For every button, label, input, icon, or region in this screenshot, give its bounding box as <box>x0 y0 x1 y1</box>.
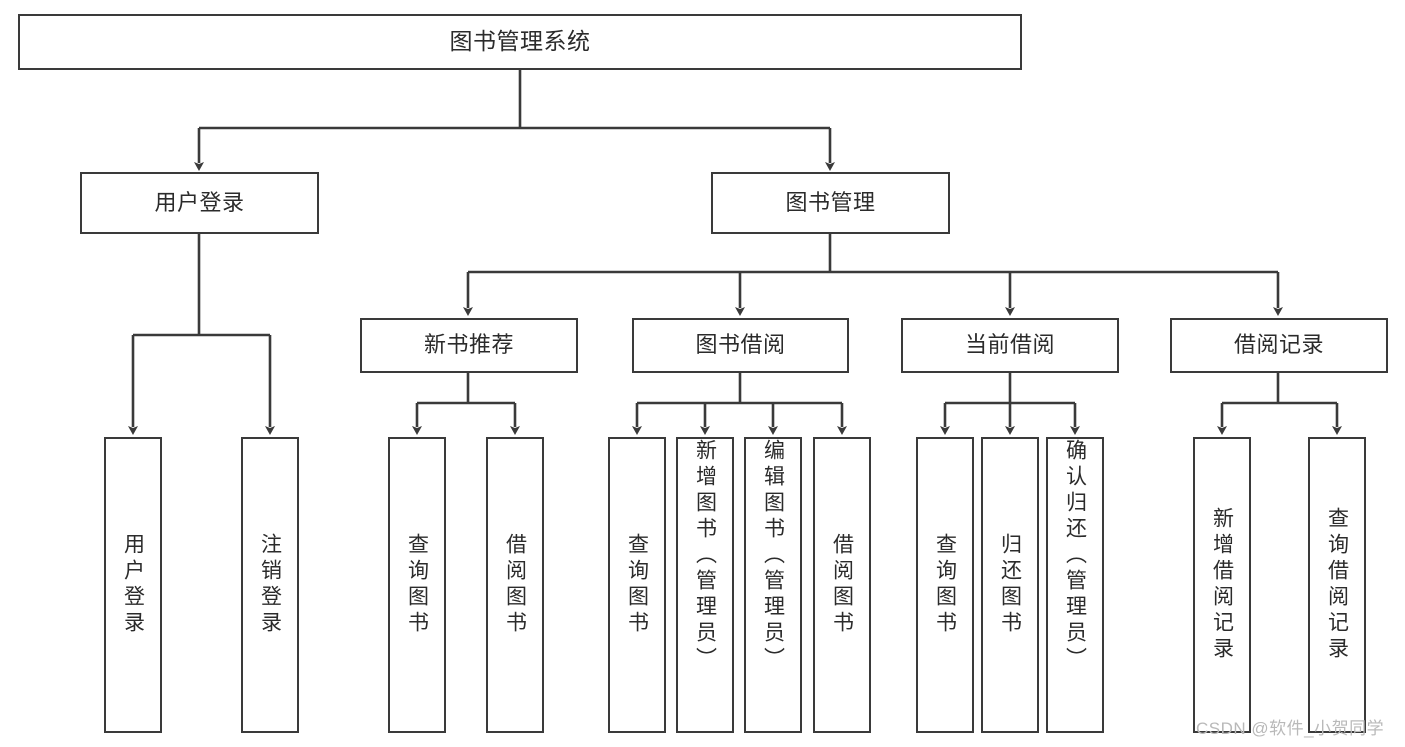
node-borrow-records[interactable]: 借阅记录 <box>1170 318 1388 373</box>
node-label: 新书推荐 <box>423 332 514 358</box>
node-user-login[interactable]: 用户登录 <box>80 172 319 234</box>
leaf-user-logout[interactable]: 注销登录 <box>241 437 299 733</box>
node-label: 注销登录 <box>258 533 282 637</box>
node-book-borrow[interactable]: 图书借阅 <box>632 318 849 373</box>
node-label: 图书管理系统 <box>449 28 591 55</box>
node-label: 图书管理 <box>785 189 876 215</box>
node-label: 编辑图书（管理员） <box>761 439 785 673</box>
leaf-query-borrow-record[interactable]: 查询借阅记录 <box>1308 437 1366 733</box>
leaf-add-borrow-record[interactable]: 新增借阅记录 <box>1193 437 1251 733</box>
node-label: 用户登录 <box>121 533 145 637</box>
leaf-return-book[interactable]: 归还图书 <box>981 437 1039 733</box>
node-label: 查询借阅记录 <box>1325 507 1349 663</box>
leaf-borrow-book[interactable]: 借阅图书 <box>813 437 871 733</box>
node-label: 查询图书 <box>625 533 649 637</box>
leaf-edit-book-admin[interactable]: 编辑图书（管理员） <box>744 437 802 733</box>
leaf-query-book-current[interactable]: 查询图书 <box>916 437 974 733</box>
csdn-watermark: CSDN @软件_小贺同学 <box>1196 719 1385 738</box>
node-label: 图书借阅 <box>695 332 786 358</box>
leaf-user-login[interactable]: 用户登录 <box>104 437 162 733</box>
leaf-borrow-book-recommend[interactable]: 借阅图书 <box>486 437 544 733</box>
leaf-query-book-borrow[interactable]: 查询图书 <box>608 437 666 733</box>
node-label: 确认归还（管理员） <box>1063 439 1087 673</box>
leaf-confirm-return-admin[interactable]: 确认归还（管理员） <box>1046 437 1104 733</box>
node-label: 借阅图书 <box>503 533 527 637</box>
leaf-query-book-recommend[interactable]: 查询图书 <box>388 437 446 733</box>
node-label: 借阅图书 <box>830 533 854 637</box>
node-current-borrow[interactable]: 当前借阅 <box>901 318 1119 373</box>
node-label: 新增借阅记录 <box>1210 507 1234 663</box>
node-label: 当前借阅 <box>964 332 1055 358</box>
node-label: 查询图书 <box>933 533 957 637</box>
node-label: 借阅记录 <box>1233 332 1324 358</box>
node-label: 用户登录 <box>154 189 245 215</box>
node-root-book-management-system[interactable]: 图书管理系统 <box>18 14 1022 70</box>
node-label: 新增图书（管理员） <box>693 439 717 673</box>
node-label: 归还图书 <box>998 533 1022 637</box>
node-new-book-recommend[interactable]: 新书推荐 <box>360 318 578 373</box>
node-label: 查询图书 <box>405 533 429 637</box>
node-book-management[interactable]: 图书管理 <box>711 172 950 234</box>
leaf-add-book-admin[interactable]: 新增图书（管理员） <box>676 437 734 733</box>
